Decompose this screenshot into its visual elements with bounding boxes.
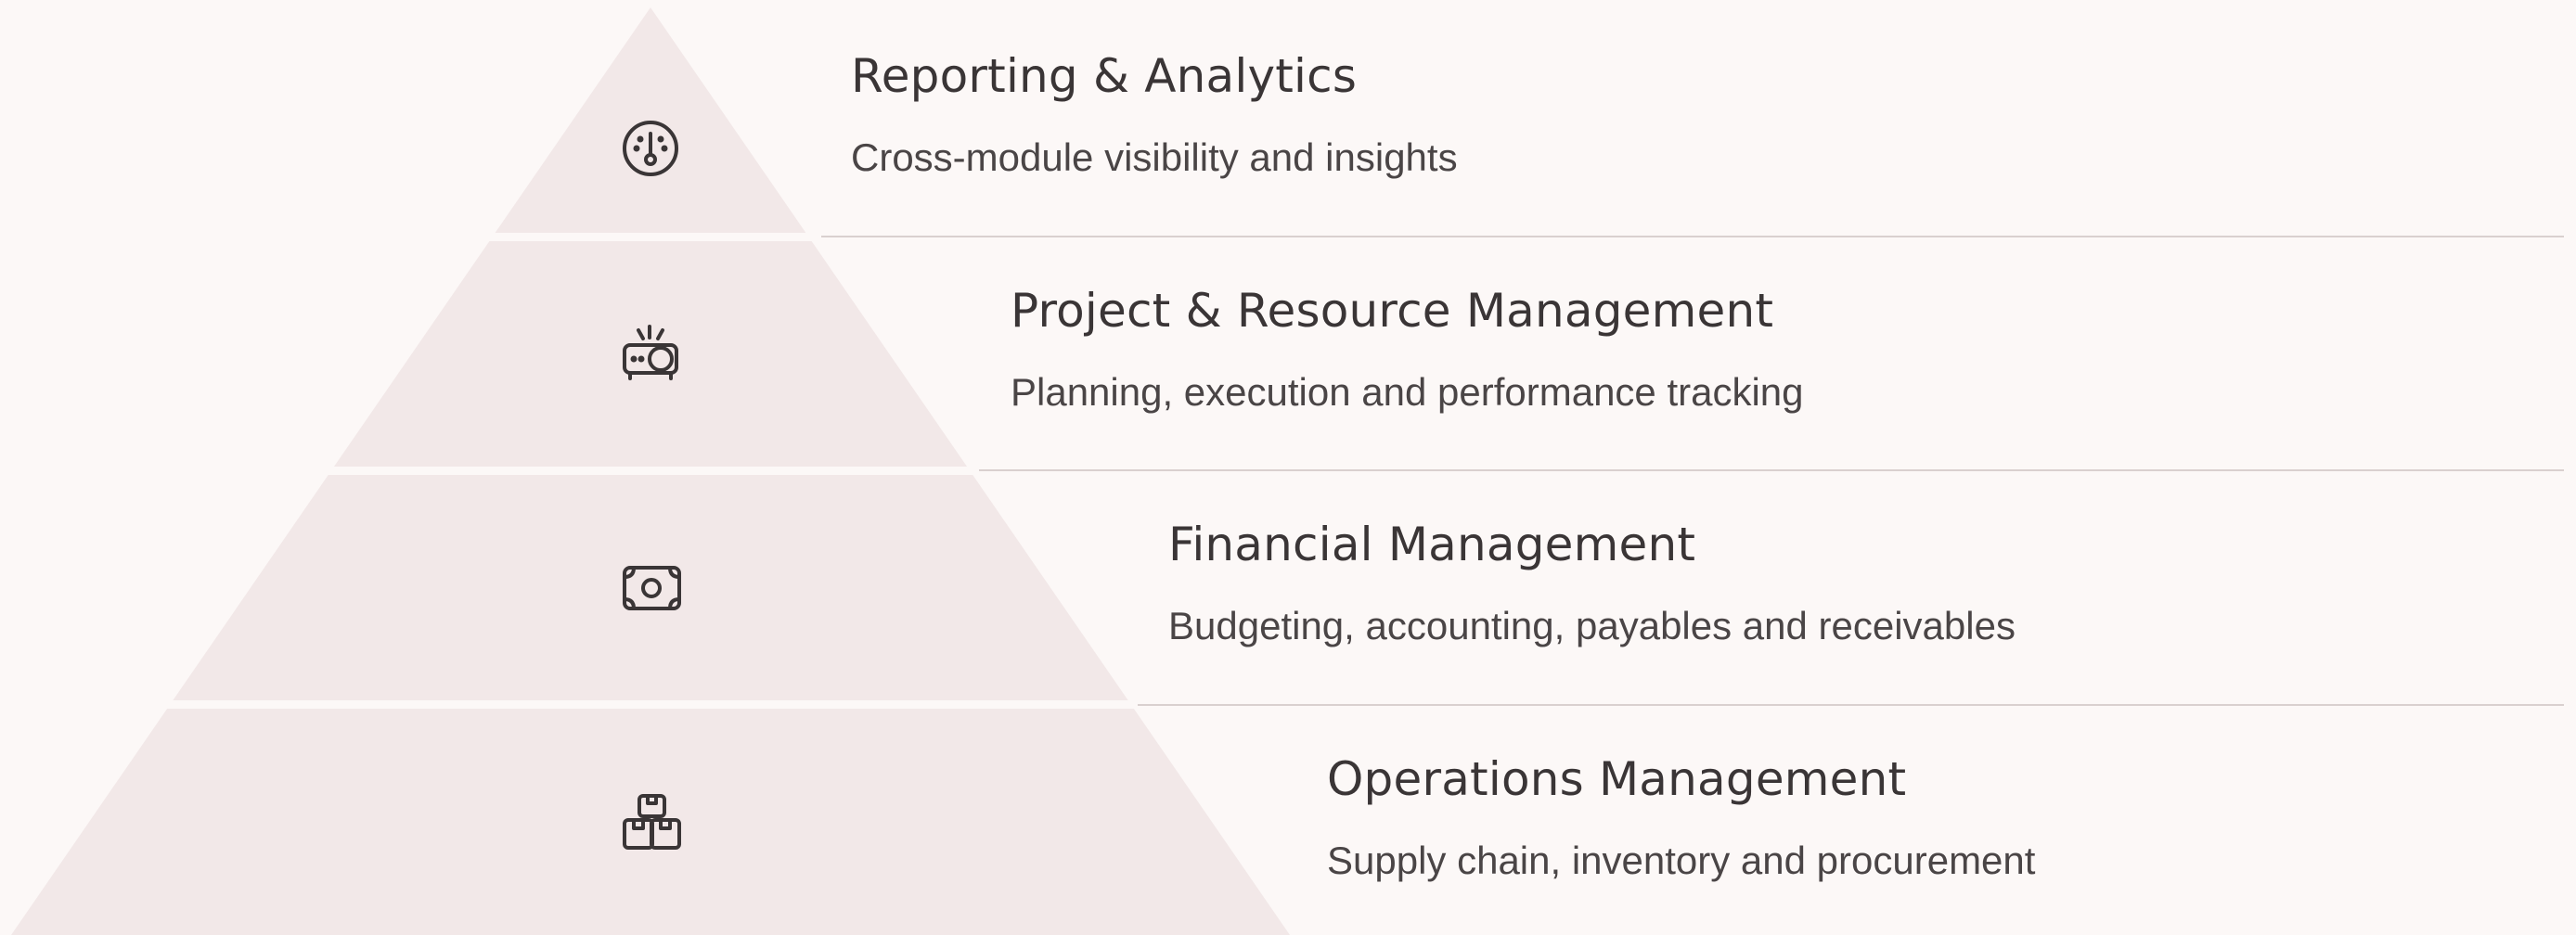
row-divider [979, 469, 2564, 471]
layer-separator [0, 467, 1299, 475]
row-divider [821, 236, 2564, 237]
layer-description: Cross-module visibility and insights [851, 135, 1458, 179]
boxes-icon [623, 794, 681, 850]
layer-financial-management: Financial Management Budgeting, accounti… [1168, 517, 2016, 650]
projector-icon [623, 325, 678, 380]
layer-project-resource-management: Project & Resource Management Planning, … [1011, 283, 1804, 416]
layer-title: Financial Management [1168, 518, 1696, 571]
slope-gap [805, 223, 824, 241]
layer-description: Planning, execution and performance trac… [1011, 370, 1804, 414]
layer-description: Budgeting, accounting, payables and rece… [1168, 604, 2016, 647]
layer-title: Project & Resource Management [1011, 284, 1774, 338]
row-divider [1138, 704, 2564, 706]
layer-title: Reporting & Analytics [851, 49, 1358, 103]
layer-reporting-analytics: Reporting & Analytics Cross-module visib… [851, 48, 1458, 182]
layer-title: Operations Management [1327, 752, 1907, 806]
layer-operations-management: Operations Management Supply chain, inve… [1327, 751, 2035, 885]
banknote-icon [623, 566, 681, 610]
dashboard-gauge-icon [623, 121, 678, 176]
layer-description: Supply chain, inventory and procurement [1327, 839, 2036, 882]
layer-separator [0, 700, 1299, 709]
layer-separator [0, 233, 1299, 241]
slope-gap [1128, 690, 1147, 709]
slope-gap [967, 456, 985, 475]
